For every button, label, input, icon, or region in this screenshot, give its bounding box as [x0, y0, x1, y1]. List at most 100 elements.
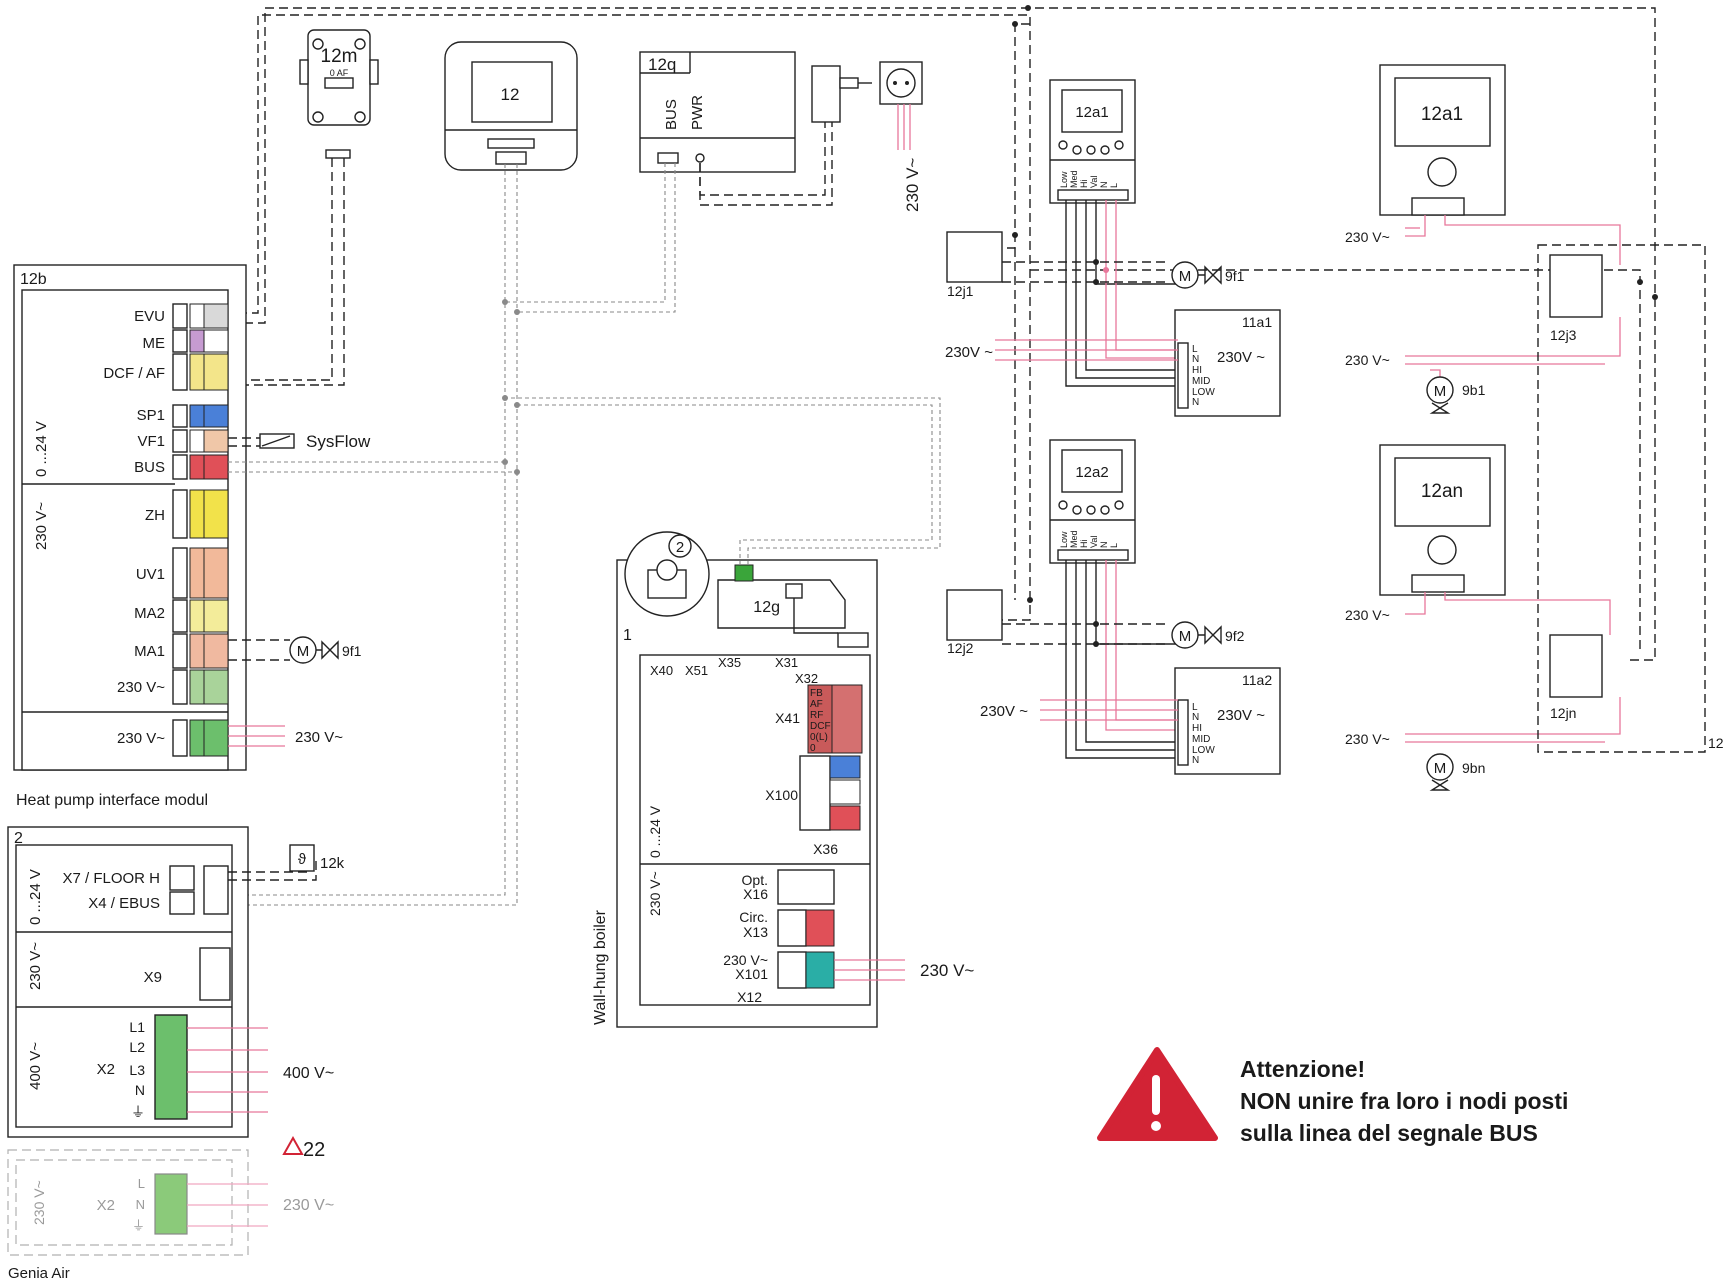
svg-text:LOW: LOW	[1192, 387, 1215, 398]
warning-line-2: sulla linea del segnale BUS	[1240, 1120, 1538, 1146]
svg-text:230 V~: 230 V~	[27, 942, 44, 990]
svg-text:FB: FB	[810, 688, 823, 699]
module-12m: 12m 0 AF	[230, 29, 379, 386]
warning-block	[1097, 1047, 1218, 1141]
svg-text:12j3: 12j3	[1550, 327, 1577, 343]
module-12q-title: 12q	[648, 55, 676, 74]
svg-text:12j2: 12j2	[947, 640, 974, 656]
svg-text:ZH: ZH	[145, 507, 165, 524]
svg-text:X12: X12	[737, 989, 762, 1005]
svg-text:M: M	[1179, 628, 1192, 645]
module-boiler: Wall-hung boiler 1 12g 2 X40 X51 X35 X31…	[502, 395, 974, 1028]
svg-text:0(L): 0(L)	[810, 732, 828, 743]
row-uv1: UV1	[136, 547, 229, 599]
room-1: 12a1 230 V~ 12j3 230 V~ M 9b1	[1345, 64, 1621, 414]
module-12-title: 12	[501, 85, 520, 104]
svg-text:230 V~: 230 V~	[283, 1197, 334, 1214]
module-12q-bus: BUS	[663, 99, 680, 130]
warning-line-1: NON unire fra loro i nodi posti	[1240, 1088, 1569, 1114]
svg-text:X2: X2	[97, 1197, 115, 1214]
svg-text:Circ.: Circ.	[739, 909, 768, 925]
svg-text:230 V~: 230 V~	[723, 952, 768, 968]
module-12: 12	[220, 41, 578, 906]
svg-text:9f1: 9f1	[1225, 268, 1245, 284]
svg-text:12jn: 12jn	[1550, 705, 1576, 721]
bus-lines	[230, 5, 1658, 661]
svg-text:230 V~: 230 V~	[117, 679, 165, 696]
sensor-12k-label: 12k	[320, 855, 345, 872]
row-sp1: SP1	[137, 404, 229, 428]
svg-text:9f2: 9f2	[1225, 628, 1245, 644]
module-12m-title: 12m	[321, 46, 358, 67]
svg-text:Val: Val	[1089, 176, 1099, 188]
svg-text:L: L	[138, 1176, 145, 1191]
svg-text:12an: 12an	[1421, 481, 1463, 502]
svg-text:M: M	[297, 643, 310, 660]
row-bus: BUS	[134, 454, 229, 480]
svg-text:N: N	[1099, 542, 1109, 549]
svg-text:LOW: LOW	[1192, 745, 1215, 756]
svg-text:L: L	[1109, 543, 1119, 548]
svg-text:AF: AF	[810, 699, 823, 710]
svg-text:X41: X41	[775, 710, 800, 726]
sysflow-label: SysFlow	[306, 432, 371, 451]
svg-text:EVU: EVU	[134, 308, 165, 325]
svg-text:HI: HI	[1192, 365, 1202, 376]
svg-text:0 ...24 V: 0 ...24 V	[27, 869, 44, 925]
svg-text:N: N	[1192, 755, 1199, 766]
svg-text:N: N	[1192, 354, 1199, 365]
svg-text:X36: X36	[813, 841, 838, 857]
module-12b-zone-low: 0 ...24 V	[33, 421, 50, 477]
row-ma1: MA1	[134, 633, 229, 669]
svg-text:230 V~: 230 V~	[1345, 731, 1390, 747]
svg-text:L2: L2	[129, 1039, 145, 1055]
svg-text:X40: X40	[650, 663, 673, 678]
x2-label: X2	[97, 1061, 115, 1078]
svg-text:N: N	[135, 1082, 145, 1098]
svg-text:230V ~: 230V ~	[1217, 349, 1265, 366]
svg-text:ϑ: ϑ	[298, 851, 307, 868]
svg-text:L: L	[1109, 183, 1119, 188]
svg-text:X31: X31	[775, 655, 798, 670]
svg-text:MID: MID	[1192, 734, 1210, 745]
svg-text:SP1: SP1	[137, 407, 165, 424]
svg-text:L: L	[1192, 344, 1198, 355]
svg-text:L3: L3	[129, 1062, 145, 1078]
row-vf1: VF1	[137, 429, 229, 453]
warning-ref: 22	[303, 1139, 325, 1161]
svg-text:12j1: 12j1	[947, 283, 974, 299]
svg-text:Low: Low	[1059, 531, 1069, 548]
svg-text:N: N	[136, 1197, 145, 1212]
module-12b-out-voltage: 230 V~	[295, 729, 343, 746]
svg-text:X32: X32	[795, 671, 818, 686]
boiler-circle-label: 2	[676, 539, 684, 556]
svg-text:230 V~: 230 V~	[1345, 607, 1390, 623]
svg-text:MID: MID	[1192, 376, 1210, 387]
warning-title: Attenzione!	[1240, 1056, 1366, 1082]
module-2: 2 0 ...24 V 230 V~ 400 V~ X7 / FLOOR H X…	[7, 826, 345, 1161]
svg-text:Low: Low	[1059, 171, 1069, 188]
svg-text:X16: X16	[743, 886, 768, 902]
module-12b-caption: Heat pump interface modul	[16, 792, 208, 809]
svg-text:HI: HI	[1192, 723, 1202, 734]
row-zh: ZH	[145, 489, 229, 539]
right-edge-label: 12	[1708, 735, 1724, 751]
row-me: ME	[143, 329, 229, 353]
svg-text:11a2: 11a2	[1242, 672, 1272, 688]
svg-text:UV1: UV1	[136, 566, 165, 583]
svg-text:230 V~: 230 V~	[1345, 352, 1390, 368]
row-230a: 230 V~	[117, 669, 229, 705]
svg-text:230 V~: 230 V~	[647, 871, 663, 916]
genia-air-title: Genia Air	[8, 1265, 70, 1282]
ma1-valve-label: 9f1	[342, 643, 362, 659]
zone-2: 12a2 Low Med Hi Val N L 12j2 M 9f2 11a2 …	[946, 439, 1281, 775]
svg-text:M: M	[1434, 760, 1447, 777]
svg-text:12a2: 12a2	[1075, 464, 1108, 481]
warning-text: Attenzione! NON unire fra loro i nodi po…	[1240, 1053, 1568, 1149]
module-12m-pins: 0 AF	[330, 68, 349, 78]
row-evu: EVU	[134, 303, 229, 329]
svg-text:L: L	[1192, 702, 1198, 713]
svg-text:VF1: VF1	[137, 433, 165, 450]
svg-text:9bn: 9bn	[1462, 760, 1485, 776]
